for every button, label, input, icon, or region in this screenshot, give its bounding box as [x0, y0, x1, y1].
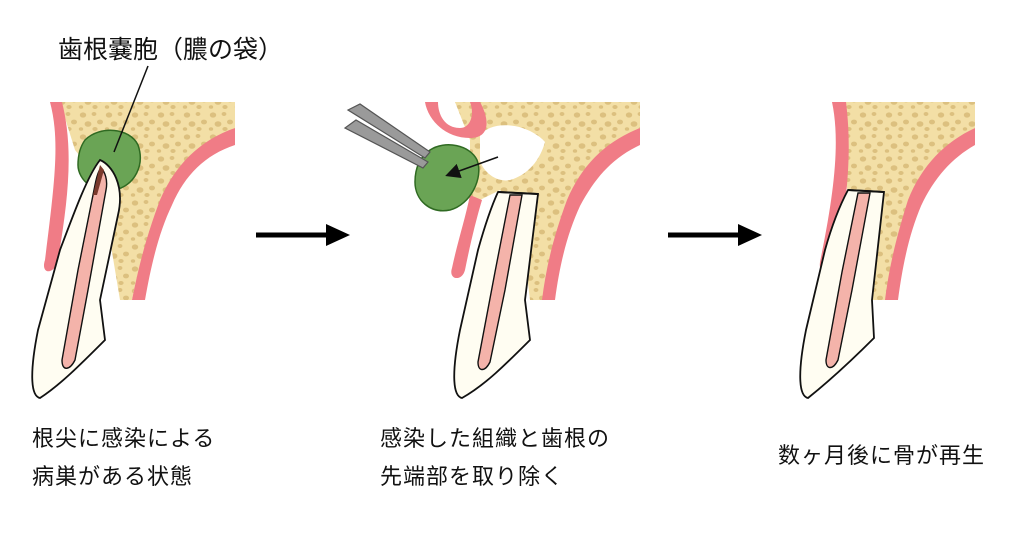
panel-regenerated	[799, 102, 975, 399]
label-pointer	[113, 65, 149, 153]
forceps-icon	[343, 103, 431, 169]
step-caption-infected: 根尖に感染による 病巣がある状態	[32, 421, 215, 497]
caption-line: 根尖に感染による	[32, 427, 216, 452]
cut-edge	[847, 189, 885, 193]
gum-tissue	[885, 128, 975, 300]
gum-tissue	[132, 128, 235, 300]
caption-line: 病巣がある状態	[32, 465, 194, 490]
cyst-label: 歯根嚢胞（膿の袋）	[58, 35, 284, 64]
bone-cavity	[480, 125, 545, 181]
caption-line: 先端部を取り除く	[380, 465, 565, 490]
cut-edge	[497, 191, 539, 195]
gum-tissue	[819, 102, 849, 275]
gum-tissue	[451, 195, 482, 279]
panel-removal	[343, 102, 640, 399]
gum-tissue	[542, 128, 640, 300]
caption-line: 数ヶ月後に骨が再生	[778, 444, 986, 469]
step-caption-removal: 感染した組織と歯根の 先端部を取り除く	[380, 421, 610, 497]
tooth-pulp	[477, 194, 523, 371]
tooth-pulp	[61, 167, 108, 369]
step-caption-regenerated: 数ヶ月後に骨が再生	[778, 438, 985, 476]
removal-arrow	[445, 156, 499, 178]
right-arrow-icon	[256, 224, 350, 246]
tooth-pulp	[825, 192, 871, 369]
gum-tissue	[43, 102, 69, 272]
gum-flap	[425, 102, 487, 138]
caption-line: 感染した組織と歯根の	[380, 427, 611, 452]
right-arrow-icon	[668, 224, 762, 246]
panel-infected	[31, 65, 235, 399]
root-canal-tip	[93, 165, 104, 195]
